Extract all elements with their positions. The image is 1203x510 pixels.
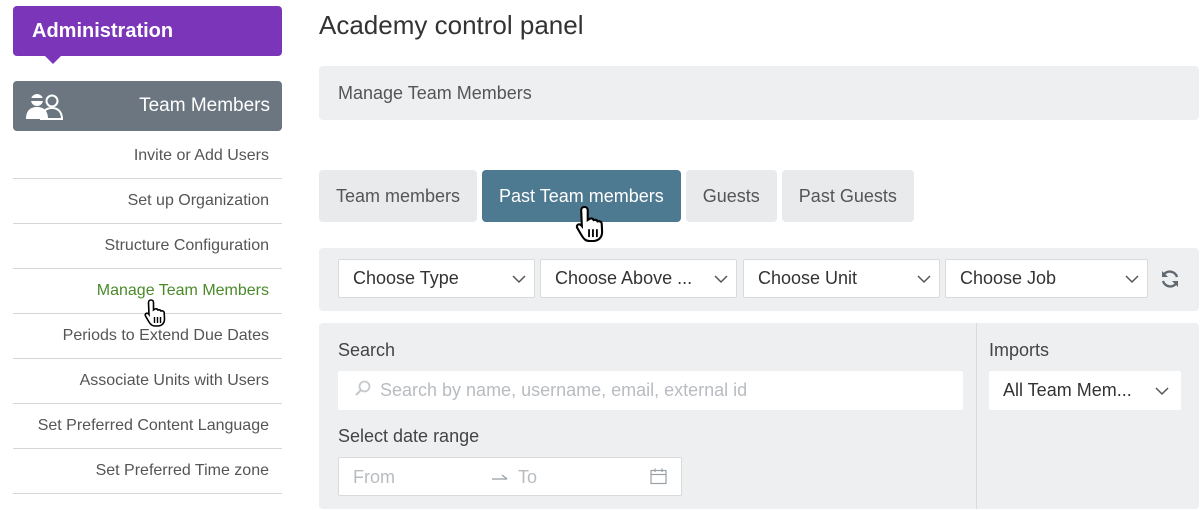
administration-caret	[45, 56, 61, 64]
choose-unit-select-value: Choose Unit	[758, 268, 858, 288]
section-subheader: Manage Team Members	[319, 66, 1199, 120]
choose-job-select[interactable]: Choose Job	[945, 259, 1148, 298]
team-members-section[interactable]: Team Members	[13, 81, 282, 131]
tab-bar: Team members Past Team members Guests Pa…	[319, 170, 919, 222]
refresh-icon[interactable]	[1159, 268, 1181, 295]
date-range-label: Select date range	[338, 426, 480, 446]
tab-guests[interactable]: Guests	[685, 170, 777, 222]
imports-select-value: All Team Mem...	[1003, 380, 1132, 400]
date-to-placeholder[interactable]: To	[518, 467, 538, 487]
search-label: Search	[338, 340, 396, 360]
chevron-down-icon	[1125, 268, 1139, 289]
imports-select[interactable]: All Team Mem...	[989, 371, 1181, 410]
panel-divider	[976, 323, 977, 509]
sidebar-item-periods-to-extend-due-dates[interactable]: Periods to Extend Due Dates	[13, 314, 282, 359]
sidebar-menu: Invite or Add Users Set up Organization …	[13, 134, 282, 494]
date-from-placeholder[interactable]: From	[353, 467, 395, 487]
chevron-down-icon	[512, 268, 526, 289]
tab-team-members[interactable]: Team members	[319, 170, 478, 222]
sidebar-item-associate-units-with-users[interactable]: Associate Units with Users	[13, 359, 282, 404]
sidebar-item-set-preferred-time-zone[interactable]: Set Preferred Time zone	[13, 449, 282, 494]
choose-above-select-value: Choose Above ...	[555, 268, 693, 288]
team-members-section-label: Team Members	[139, 95, 270, 116]
calendar-icon	[650, 468, 667, 490]
administration-header[interactable]: Administration	[13, 6, 282, 56]
page-title: Academy control panel	[319, 10, 584, 40]
sidebar-item-structure-configuration[interactable]: Structure Configuration	[13, 224, 282, 269]
sidebar-item-invite-or-add-users[interactable]: Invite or Add Users	[13, 134, 282, 179]
administration-title: Administration	[32, 19, 174, 42]
date-range-picker[interactable]: From To	[338, 457, 682, 496]
choose-job-select-value: Choose Job	[960, 268, 1057, 288]
team-people-icon	[25, 92, 63, 120]
choose-above-select[interactable]: Choose Above ...	[540, 259, 737, 298]
choose-unit-select[interactable]: Choose Unit	[743, 259, 940, 298]
sidebar-item-set-up-organization[interactable]: Set up Organization	[13, 179, 282, 224]
search-icon	[354, 379, 372, 402]
tab-past-team-members[interactable]: Past Team members	[482, 170, 681, 222]
choose-type-select-value: Choose Type	[353, 268, 459, 288]
hand-pointer-cursor-icon	[574, 204, 608, 249]
section-subheader-title: Manage Team Members	[338, 82, 532, 103]
tab-past-guests[interactable]: Past Guests	[781, 170, 914, 222]
search-panel: Search Search by name, username, email, …	[319, 323, 1199, 509]
arrow-right-icon	[491, 470, 509, 488]
hand-pointer-cursor-icon	[143, 298, 169, 333]
search-input[interactable]: Search by name, username, email, externa…	[338, 371, 963, 410]
chevron-down-icon	[714, 268, 728, 289]
chevron-down-icon	[1155, 380, 1169, 401]
choose-type-select[interactable]: Choose Type	[338, 259, 535, 298]
search-input-placeholder: Search by name, username, email, externa…	[380, 380, 748, 400]
sidebar-item-set-preferred-content-language[interactable]: Set Preferred Content Language	[13, 404, 282, 449]
imports-label: Imports	[989, 340, 1050, 360]
chevron-down-icon	[917, 268, 931, 289]
filter-bar: Choose Type Choose Above ... Choose Unit…	[319, 248, 1199, 311]
